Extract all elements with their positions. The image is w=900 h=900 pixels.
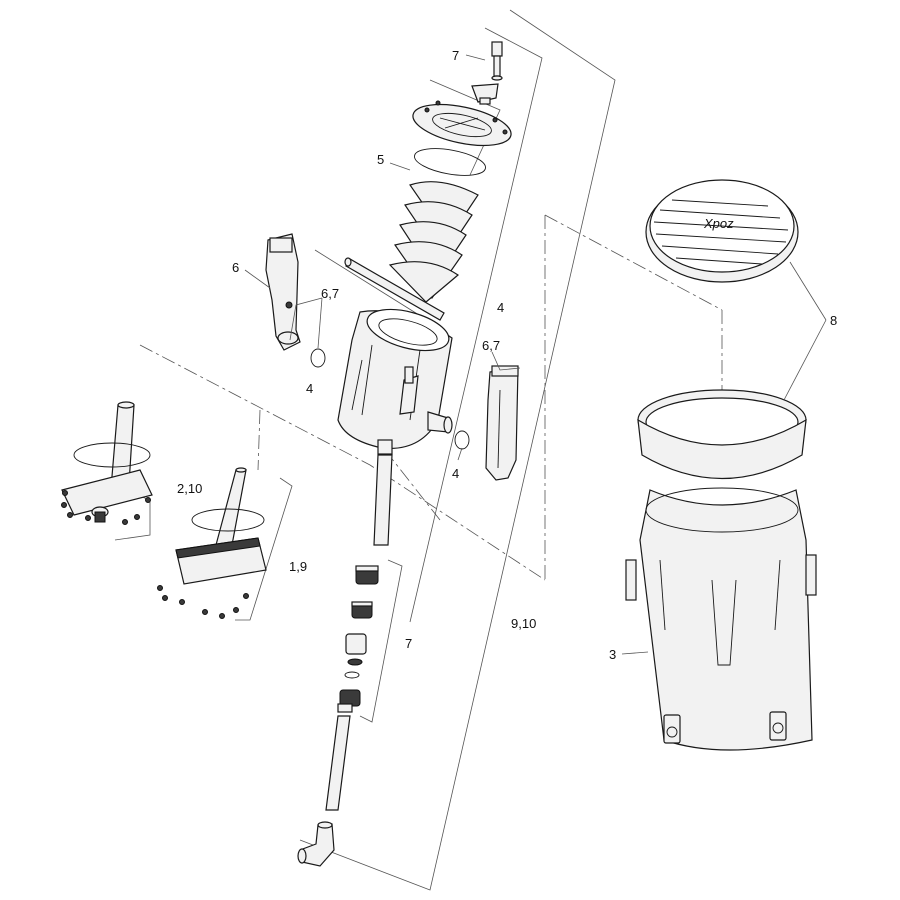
diffuser-assembly-2-10	[61, 401, 153, 525]
left-lever-handle	[265, 233, 301, 351]
elbow-fitting	[297, 821, 335, 867]
callout-6-7-right: 6,7	[482, 338, 500, 353]
callout-6-7-left: 6,7	[321, 286, 339, 301]
leader-4-right	[457, 447, 463, 461]
callout-3: 3	[609, 647, 616, 662]
top-check-valve-fitting	[471, 41, 503, 105]
callout-1-9: 1,9	[289, 559, 307, 574]
leader-6-7-left	[289, 297, 323, 341]
filter-cap-disc	[412, 100, 512, 147]
group-5-bracket	[429, 79, 501, 176]
callout-4-mid: 4	[497, 300, 504, 315]
left-o-ring	[310, 348, 326, 368]
group-7-top-bracket	[409, 27, 543, 623]
diffuser-assembly-1-9	[157, 467, 267, 619]
filter-cone-stack	[388, 181, 479, 303]
axis-left-assembly	[139, 344, 546, 581]
callout-8: 8	[830, 313, 837, 328]
basin-grate: Xpoz	[645, 179, 799, 283]
group-9-10-bracket	[299, 9, 616, 891]
catch-basin	[625, 389, 817, 751]
callout-4-right: 4	[452, 466, 459, 481]
callout-7-bottom: 7	[405, 636, 412, 651]
coupling-stack	[337, 565, 379, 713]
axis-filter-to-ring	[257, 409, 261, 471]
leader-7-top	[465, 54, 486, 61]
callout-5: 5	[377, 152, 384, 167]
callout-7-top: 7	[452, 48, 459, 63]
callout-6: 6	[232, 260, 239, 275]
leader-6	[244, 269, 271, 289]
callout-2-10: 2,10	[177, 481, 202, 496]
right-lever-handle	[485, 365, 519, 481]
right-o-ring	[454, 430, 470, 450]
leader-8	[789, 261, 827, 321]
drop-tube	[325, 715, 351, 811]
leader-6-7-left-b	[317, 297, 323, 349]
grate-logo-text: Xpoz	[703, 216, 734, 231]
leader-5	[389, 162, 411, 171]
callout-4-left: 4	[306, 381, 313, 396]
callout-9-10: 9,10	[511, 616, 536, 631]
pump-shaft	[373, 454, 393, 546]
group-7-bottom-bracket	[359, 559, 403, 723]
axis-grate-link	[544, 214, 723, 311]
leader-6-7-right	[491, 351, 521, 371]
bypass-rod	[344, 257, 445, 321]
pump-housing	[337, 308, 453, 455]
group-1-9-bracket	[235, 477, 293, 621]
axis-pump-stem	[384, 449, 441, 521]
filter-o-ring	[414, 148, 486, 176]
leader-3	[621, 651, 649, 655]
leader-8b	[783, 319, 827, 401]
